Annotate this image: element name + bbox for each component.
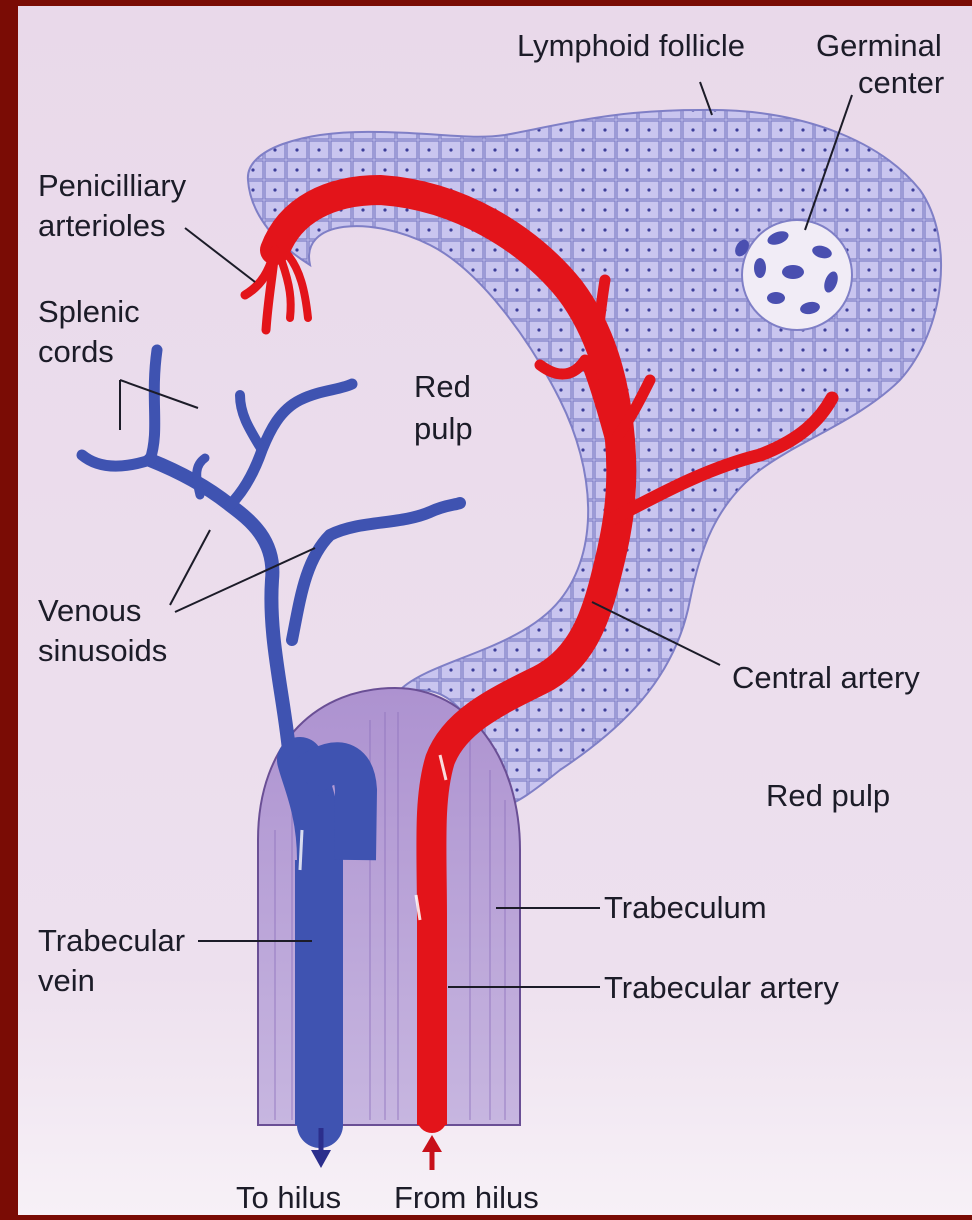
label-venous-sinusoids-line2: sinusoids [38,633,167,668]
label-trabecular-vein-line1: Trabecular [38,923,185,958]
label-trabecular-artery: Trabecular artery [604,970,839,1005]
label-trabeculum: Trabeculum [604,890,767,925]
label-lymphoid-follicle: Lymphoid follicle [517,28,745,63]
label-splenic-cords-line1: Splenic [38,294,140,329]
label-splenic-cords-line2: cords [38,334,114,369]
label-red-pulp-inner-line2: pulp [414,411,473,446]
label-penicilliary-line1: Penicilliary [38,168,187,203]
label-germinal-center-line2: center [858,65,944,100]
label-trabecular-vein-line2: vein [38,963,95,998]
label-venous-sinusoids-line1: Venous [38,593,141,628]
vein-highlight [300,830,302,870]
label-red-pulp-inner-line1: Red [414,369,471,404]
label-from-hilus: From hilus [394,1180,539,1215]
label-to-hilus: To hilus [236,1180,341,1215]
label-red-pulp-outer: Red pulp [766,778,890,813]
label-central-artery: Central artery [732,660,920,695]
label-penicilliary-line2: arterioles [38,208,166,243]
label-germinal-center-line1: Germinal [816,28,942,63]
